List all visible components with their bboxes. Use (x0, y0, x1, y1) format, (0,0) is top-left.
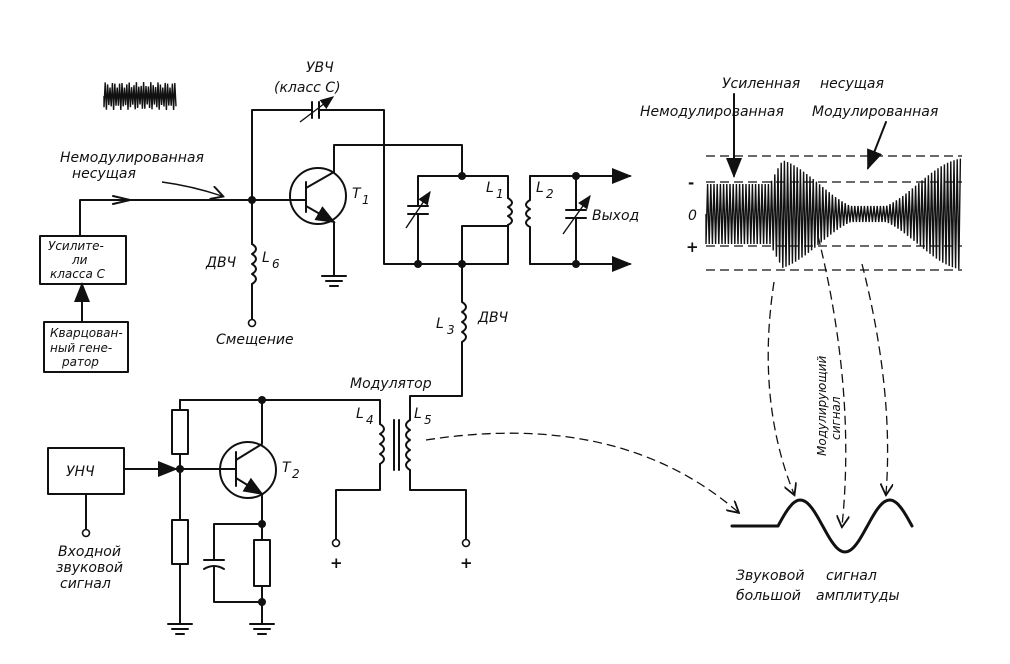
svg-text:ратор: ратор (61, 355, 99, 369)
neutralizing-capacitor (251, 96, 419, 265)
svg-text:Усиленная: Усиленная (722, 76, 800, 92)
svg-text:L: L (536, 180, 544, 196)
svg-text:L: L (414, 406, 422, 422)
svg-text:Усилите-: Усилите- (48, 239, 104, 253)
envelope-projection-arrows (767, 235, 887, 526)
unmodulated-carrier-waveform (103, 81, 177, 111)
svg-text:Модулятор: Модулятор (350, 376, 432, 392)
svg-text:(класс С): (класс С) (274, 80, 341, 96)
af-amplifier-block: УНЧ (47, 447, 125, 495)
class-c-amplifier-block: Усилите- ли класса С (39, 235, 127, 285)
svg-text:Звуковой: Звуковой (736, 568, 804, 584)
svg-text:класса С: класса С (50, 267, 106, 281)
svg-text:Входной: Входной (58, 544, 121, 560)
svg-text:+: + (686, 238, 699, 256)
svg-text:L: L (486, 180, 494, 196)
svg-text:ДВЧ: ДВЧ (205, 255, 237, 271)
svg-text:звуковой: звуковой (56, 560, 123, 576)
svg-text:L: L (356, 406, 364, 422)
svg-text:Смещение: Смещение (216, 332, 294, 348)
svg-text:1: 1 (496, 187, 504, 201)
svg-text:Кварцован-: Кварцован- (50, 326, 123, 340)
crystal-oscillator-block: Кварцован- ный гене- ратор (43, 321, 129, 373)
emitter-network (203, 523, 275, 635)
audio-signal-waveform (730, 498, 914, 554)
input-terminal (81, 528, 91, 538)
modulated-carrier-waveform (705, 155, 962, 271)
carrier-feed-arrow (112, 195, 131, 205)
svg-text:3: 3 (447, 323, 455, 337)
output-coil-l2 (525, 168, 632, 272)
svg-text:L: L (262, 250, 270, 266)
svg-text:5: 5 (424, 413, 432, 427)
svg-text:4: 4 (366, 413, 374, 427)
svg-text:L: L (436, 316, 444, 332)
unmod-carrier-pointer (161, 181, 222, 196)
svg-text:сигнал: сигнал (829, 396, 843, 440)
svg-text:6: 6 (272, 257, 280, 271)
modulator-transformer (261, 399, 471, 548)
tank-circuit-l1 (405, 172, 513, 268)
svg-text:несущая: несущая (72, 166, 136, 182)
svg-text:УНЧ: УНЧ (66, 464, 95, 480)
choke-l6 (247, 199, 257, 328)
svg-text:сигнал: сигнал (60, 576, 111, 592)
svg-text:1: 1 (362, 193, 370, 207)
svg-text:2: 2 (292, 467, 300, 481)
svg-text:большой: большой (736, 588, 801, 604)
svg-text:УВЧ: УВЧ (306, 60, 334, 76)
svg-text:T: T (352, 186, 362, 202)
svg-text:сигнал: сигнал (826, 568, 877, 584)
svg-text:ный гене-: ный гене- (50, 341, 112, 355)
choke-l3 (409, 263, 467, 421)
svg-text:несущая: несущая (820, 76, 884, 92)
svg-text:+: + (460, 554, 473, 572)
svg-text:T: T (282, 460, 292, 476)
svg-text:Выход: Выход (592, 208, 639, 224)
modulator-to-audio-arrow (425, 432, 738, 512)
svg-text:Модулирующий: Модулирующий (815, 356, 829, 456)
svg-text:+: + (330, 554, 343, 572)
svg-text:0: 0 (688, 208, 697, 224)
svg-text:ли: ли (71, 253, 88, 267)
bias-divider (167, 399, 263, 635)
svg-text:Немодулированная: Немодулированная (640, 104, 784, 120)
svg-text:2: 2 (546, 187, 554, 201)
svg-text:амплитуды: амплитуды (816, 588, 900, 604)
mod-pointer (867, 121, 887, 170)
svg-text:Немодулированная: Немодулированная (60, 150, 204, 166)
svg-text:-: - (688, 174, 694, 192)
carrier-feed-line (79, 199, 253, 237)
transistor-t1 (251, 144, 463, 287)
transistor-t2 (179, 399, 277, 528)
svg-text:Модулированная: Модулированная (812, 104, 938, 120)
svg-text:ДВЧ: ДВЧ (477, 310, 509, 326)
